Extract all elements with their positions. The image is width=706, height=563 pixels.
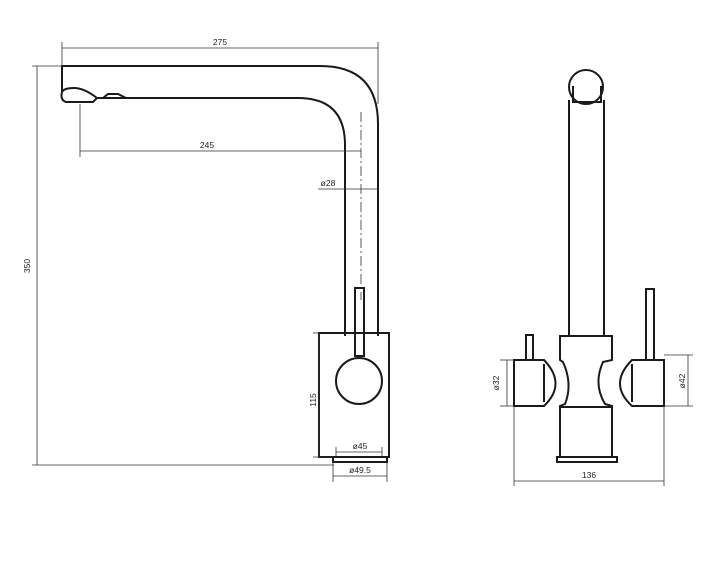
dim-label-d49-5: ø49.5: [349, 465, 371, 475]
right-handle: [619, 359, 665, 407]
side-view: 275 245 ø28 350 115: [22, 37, 390, 482]
left-handle-stem: [525, 334, 534, 361]
spout-aerator: [100, 93, 127, 99]
front-body: [559, 335, 613, 458]
lever-hub: [335, 357, 383, 405]
front-base-ring: [556, 456, 618, 463]
dim-label-115: 115: [308, 393, 318, 407]
dim-left-handle-diameter: ø32: [491, 359, 514, 407]
front-view: ø32 ø42 136: [491, 69, 693, 486]
base-ring: [332, 456, 388, 463]
spout-nozzle: [60, 86, 99, 103]
dim-body-height: 115: [308, 332, 333, 458]
dim-lever-diameter: ø45: [335, 441, 383, 456]
spout-head: [568, 69, 604, 105]
dim-label-d28: ø28: [321, 178, 336, 188]
spout-inner-contour: [96, 97, 346, 336]
left-handle: [513, 359, 557, 407]
dim-label-275: 275: [213, 37, 227, 47]
dim-label-d32: ø32: [491, 375, 501, 390]
lever-handle: [354, 287, 365, 357]
dim-label-d42: ø42: [677, 373, 687, 388]
dim-right-handle-diameter: ø42: [664, 354, 693, 407]
dim-spout-diameter: ø28: [318, 178, 378, 190]
dim-label-245: 245: [200, 140, 214, 150]
dim-label-136: 136: [582, 470, 596, 480]
spout-outer-contour: [61, 65, 379, 336]
spout-head-outlet: [572, 86, 602, 103]
dim-base-diameter: ø49.5: [332, 462, 388, 482]
dim-spout-reach-total: 275: [61, 37, 379, 104]
dim-spout-reach-center: 245: [79, 104, 361, 157]
dim-overall-height: 350: [22, 65, 334, 466]
dim-label-350: 350: [22, 259, 32, 273]
dim-overall-width: 136: [513, 406, 665, 486]
dim-label-d45: ø45: [353, 441, 368, 451]
right-handle-stem: [645, 288, 655, 361]
